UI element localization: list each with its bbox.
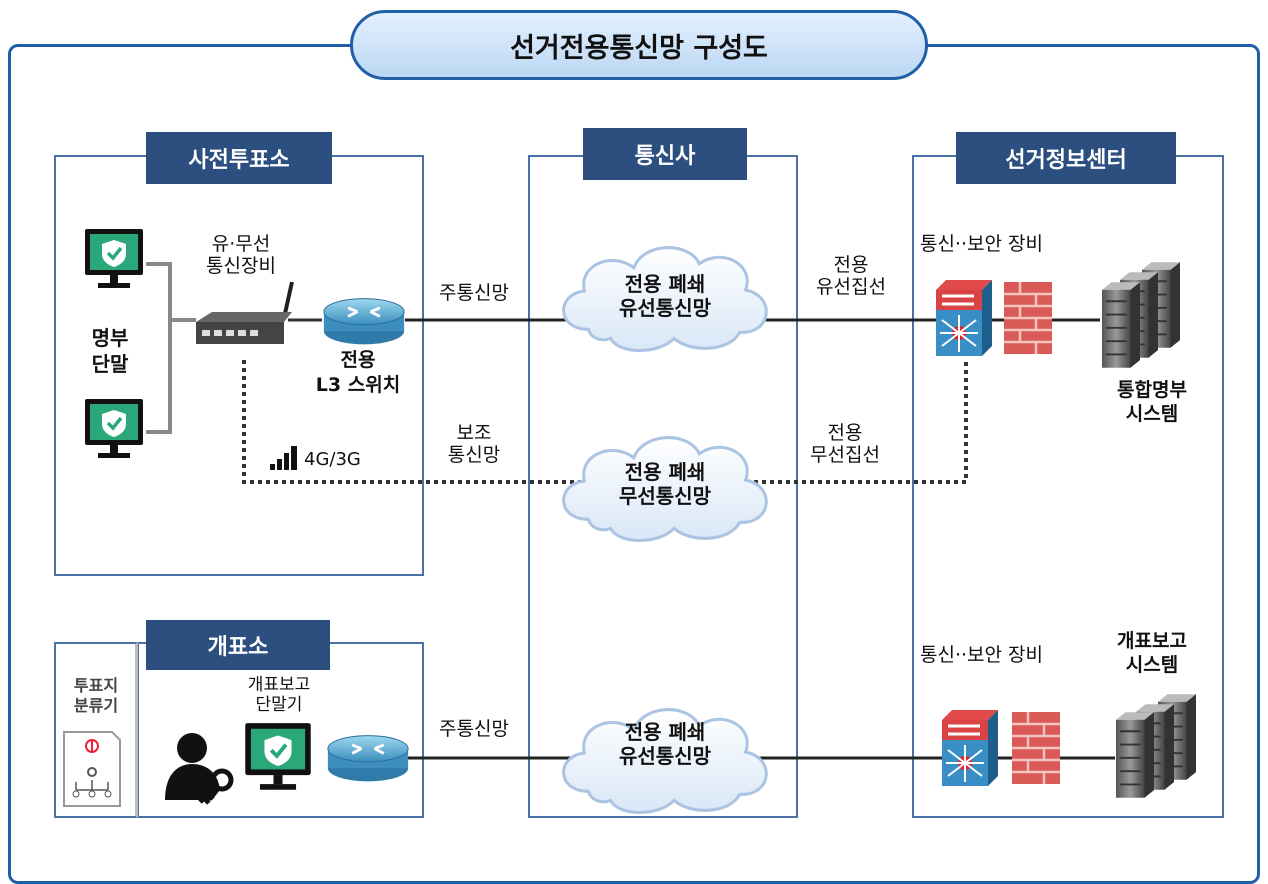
security-switch-icon: [940, 710, 998, 788]
wireless-device-label: 유·무선 통신장비: [206, 233, 276, 277]
security-equipment-label-bottom: 통신··보안 장비: [920, 644, 1043, 666]
security-equipment-label-top: 통신··보안 장비: [920, 233, 1043, 255]
count-report-terminal-label: 개표보고 단말기: [247, 675, 311, 715]
l3-switch-router-icon: [322, 297, 406, 346]
early-voting-header: 사전투표소: [146, 132, 332, 184]
signal-bars-icon: [270, 446, 297, 470]
wireless-leased-label: 전용 무선집선: [810, 422, 880, 466]
integrated-roster-system-label: 통합명부 시스템: [1117, 379, 1187, 425]
wired-cloud-label-bottom: 전용 폐쇄 유선통신망: [619, 720, 711, 768]
user-key-icon: [165, 733, 234, 805]
election-center-header: 선거정보센터: [956, 132, 1176, 184]
count-report-terminal-monitor-icon: [244, 722, 312, 792]
aux-line-label: 보조 통신망: [447, 422, 501, 466]
main-line-label-top: 주통신망: [439, 282, 509, 304]
wireless-device-icon: [196, 281, 294, 344]
signal-label: 4G/3G: [304, 449, 361, 470]
l3-switch-label: 전용 L3 스위치: [315, 349, 401, 396]
early-voting-box: [54, 155, 424, 576]
diagram-title: 선거전용통신망 구성도: [350, 10, 928, 80]
main-line-label-bottom: 주통신망: [439, 718, 509, 740]
wired-cloud-label-top: 전용 폐쇄 유선통신망: [619, 272, 711, 320]
roster-terminal-label: 명부 단말: [91, 326, 129, 376]
ballot-sorter-icon: [63, 731, 121, 807]
counting-router-icon: [326, 734, 410, 783]
firewall-icon: [1012, 712, 1060, 784]
carrier-header: 통신사: [583, 128, 747, 180]
server-cluster-icon: [1116, 694, 1196, 798]
firewall-icon: [1004, 282, 1052, 354]
wired-leased-label: 전용 유선집선: [816, 254, 886, 298]
count-report-system-label: 개표보고 시스템: [1117, 630, 1187, 676]
roster-terminal-monitor-icon: [84, 228, 144, 290]
counting-header: 개표소: [146, 620, 330, 670]
security-switch-icon: [934, 280, 992, 358]
wireless-cloud-label: 전용 폐쇄 무선통신망: [619, 460, 711, 508]
server-cluster-icon: [1102, 262, 1180, 368]
roster-terminal-monitor-icon: [84, 398, 144, 460]
ballot-sorter-label: 투표지 분류기: [73, 676, 119, 715]
